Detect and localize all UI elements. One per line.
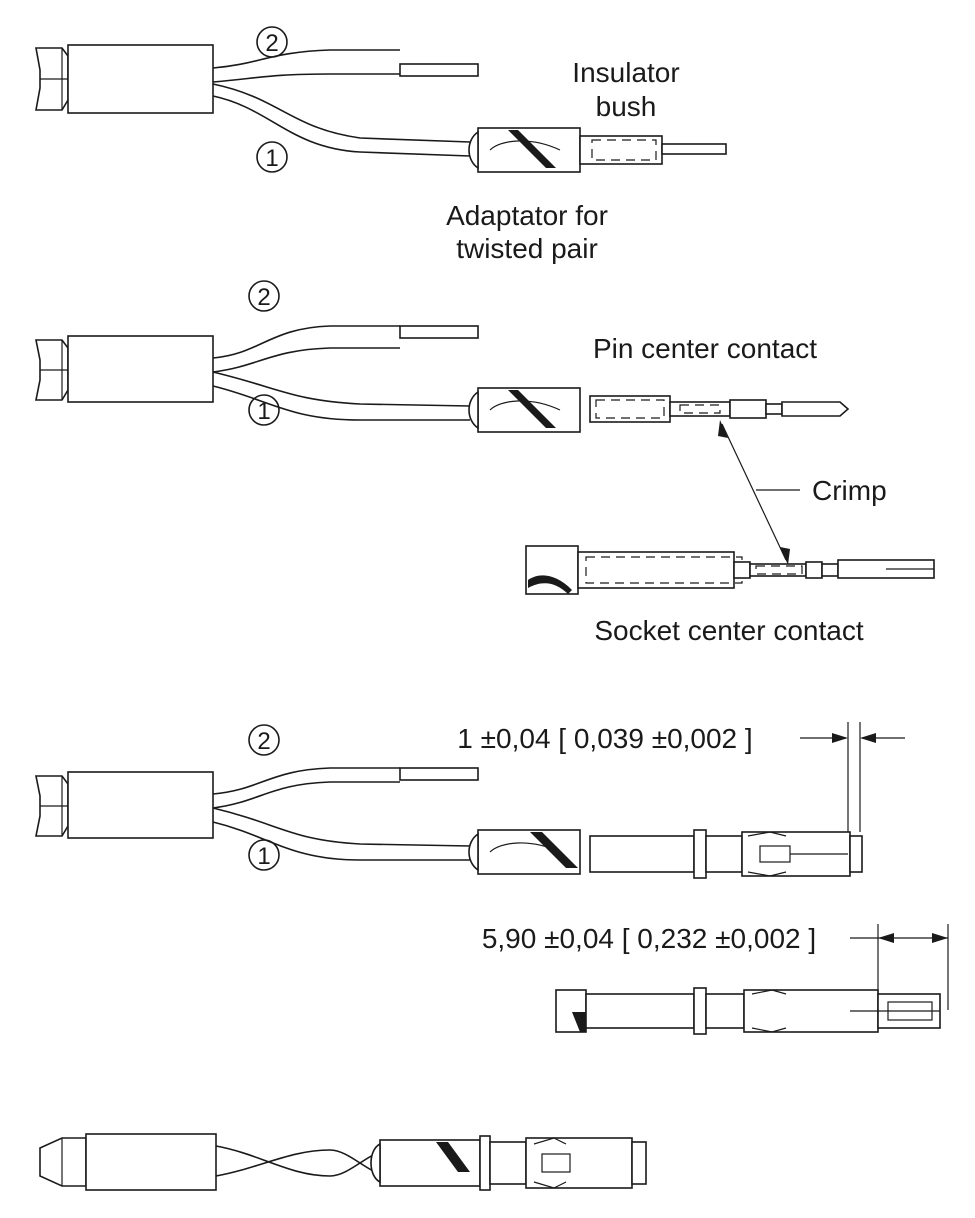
assembled-connector <box>479 1135 647 1191</box>
conductor-2-step2 <box>212 325 400 373</box>
cable-end-4 <box>39 1137 87 1187</box>
conductor-1-step3 <box>212 807 471 861</box>
conductor-1-step1 <box>212 83 471 157</box>
number-1-label: 1 <box>265 145 278 172</box>
twisted-pair-adaptor-4 <box>370 1139 481 1187</box>
insulator-bush-label-line2: bush <box>596 91 657 122</box>
insulator-bush-1 <box>579 135 727 165</box>
circle-number-2-step3: 2 <box>248 724 280 756</box>
socket-center-contact <box>525 545 935 595</box>
number-2-label: 2 <box>257 728 270 755</box>
dimension-2-label: 5,90 ±0,04 [ 0,232 ±0,002 ] <box>482 923 816 954</box>
socket-center-contact-label: Socket center contact <box>594 615 863 646</box>
step4-assembly <box>39 1133 647 1191</box>
number-1-label: 1 <box>257 398 270 425</box>
step1-assembly: 2 1 Insulator bush Adaptator for twisted… <box>35 26 727 264</box>
pin-center-contact-label: Pin center contact <box>593 333 817 364</box>
cable-end-3 <box>35 775 69 837</box>
cable-jacket-3 <box>67 771 214 839</box>
twisted-pair-adaptor-3 <box>468 829 581 875</box>
twisted-pair-adaptor-2 <box>468 387 581 433</box>
twisted-pair-adaptor-1 <box>468 127 581 173</box>
crimp-label: Crimp <box>812 475 887 506</box>
number-2-label: 2 <box>265 30 278 57</box>
circle-number-1-step2: 1 <box>248 394 280 426</box>
step3-assembly: 2 1 1 ±0,04 [ 0,039 ±0,002 ] 5,90 ±0,04 … <box>35 722 949 1035</box>
pin-contact-crimped <box>589 829 863 879</box>
insulator-bush-label-line1: Insulator <box>572 57 679 88</box>
circle-number-2-step2: 2 <box>248 280 280 312</box>
circle-number-1-step1: 1 <box>256 141 288 173</box>
cable-jacket-4 <box>85 1133 217 1191</box>
conductor-1-step2 <box>212 371 471 421</box>
adaptor-label-line1: Adaptator for <box>446 200 608 231</box>
crimp-arrow <box>718 420 800 565</box>
number-2-label: 2 <box>257 284 270 311</box>
adaptor-label-line2: twisted pair <box>456 233 598 264</box>
cable-jacket-2 <box>67 335 214 403</box>
cable-end-1 <box>35 47 69 111</box>
step2-assembly: Pin center contact 2 1 Crimp <box>35 280 935 646</box>
cable-end-2 <box>35 339 69 401</box>
circle-number-1-step3: 1 <box>248 839 280 871</box>
number-1-label: 1 <box>257 843 270 870</box>
pin-center-contact <box>589 395 850 423</box>
circle-number-2-step1: 2 <box>256 26 288 58</box>
dimension-1-label: 1 ±0,04 [ 0,039 ±0,002 ] <box>457 723 752 754</box>
conductor-2-step1 <box>212 49 400 83</box>
cable-jacket-1 <box>67 44 214 114</box>
twisted-conductors <box>215 1145 391 1177</box>
socket-contact-crimped <box>555 987 941 1035</box>
dimension-1 <box>800 722 905 832</box>
conductor-2-step3 <box>212 767 400 809</box>
